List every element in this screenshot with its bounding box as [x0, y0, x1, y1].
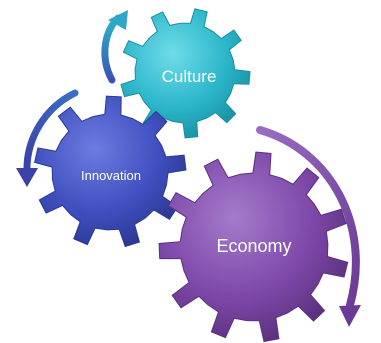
- culture-gear: Culture: [120, 8, 251, 139]
- innovation-label: Innovation: [81, 168, 141, 183]
- arrow-to-innovation: [16, 89, 79, 187]
- arrow-around-economy: [256, 126, 361, 327]
- economy-gear: Economy: [158, 151, 349, 343]
- innovation-gear: Innovation: [34, 95, 187, 248]
- culture-label: Culture: [162, 67, 217, 86]
- economy-label: Economy: [216, 236, 291, 256]
- arrow-to-culture: [101, 10, 128, 84]
